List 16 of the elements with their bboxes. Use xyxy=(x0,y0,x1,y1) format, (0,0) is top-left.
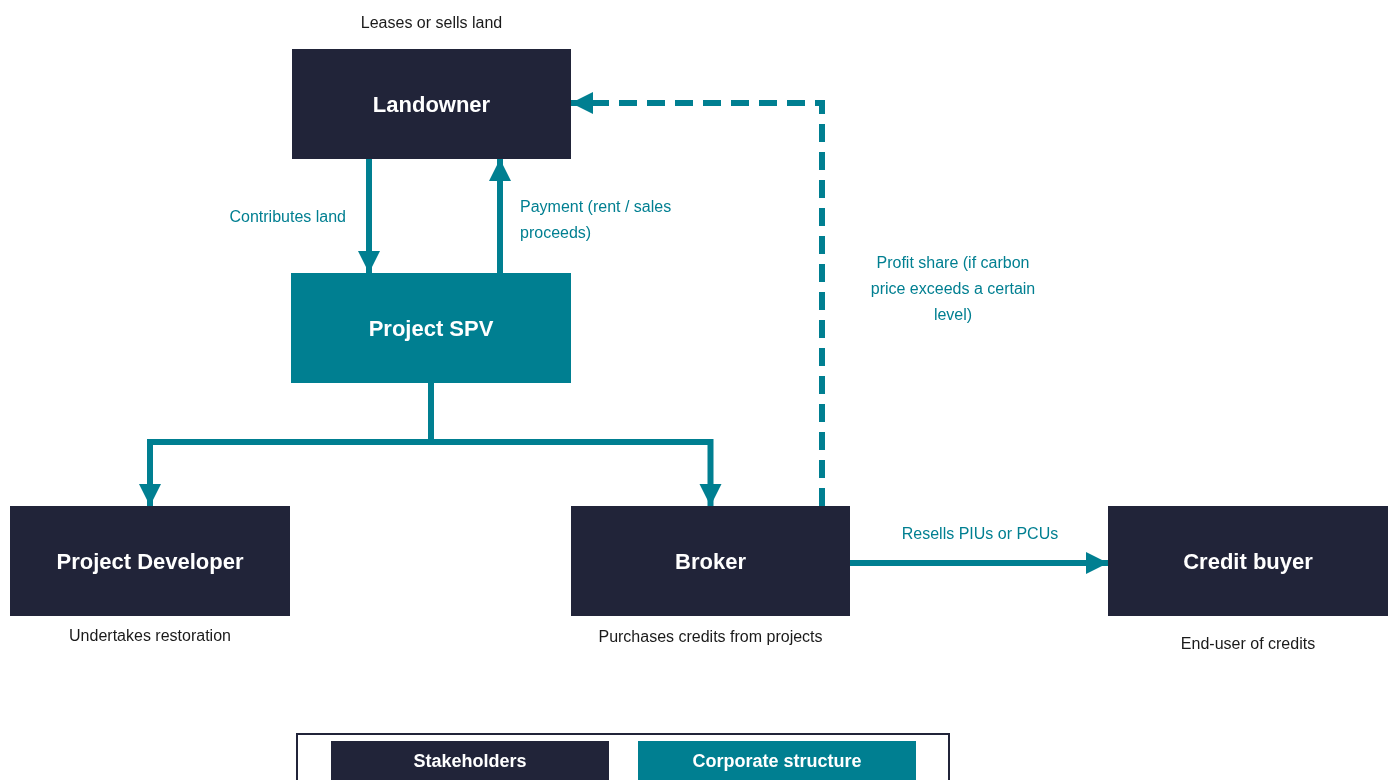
arrow xyxy=(850,552,1108,574)
stakeholder-box: Project SPV xyxy=(291,273,571,383)
node-caption: Purchases credits from projects xyxy=(597,627,824,647)
stakeholder-box: Credit buyer xyxy=(1108,506,1388,616)
arrow xyxy=(428,383,722,506)
stakeholder-box: Broker xyxy=(571,506,850,616)
stakeholder-box: Project Developer xyxy=(10,506,290,616)
node-caption: End-user of credits xyxy=(1179,634,1317,654)
arrow xyxy=(489,159,511,273)
legend-swatch: Corporate structure xyxy=(638,741,916,780)
legend-swatch: Stakeholders xyxy=(331,741,609,780)
stakeholder-box: Landowner xyxy=(292,49,571,159)
node-caption: Leases or sells land xyxy=(359,13,504,33)
arrow xyxy=(358,159,380,273)
arrow xyxy=(571,92,825,506)
node-caption: Undertakes restoration xyxy=(68,626,232,646)
